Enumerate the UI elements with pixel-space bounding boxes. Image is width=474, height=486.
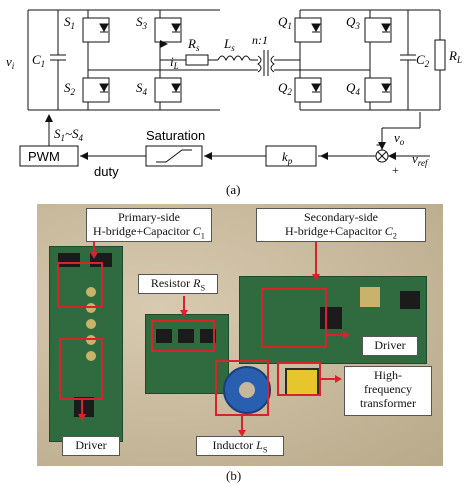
q2-label: Q2	[278, 80, 292, 97]
c2-label: C2	[416, 52, 430, 69]
s3-label: S3	[136, 14, 148, 31]
turns-ratio: n:1	[252, 33, 268, 47]
highlight-primary-bridge	[57, 262, 103, 308]
highlight-primary-driver	[59, 338, 103, 400]
caption-a: (a)	[226, 182, 240, 197]
duty-label: duty	[94, 164, 119, 179]
s4-label: S4	[136, 80, 148, 97]
ls-label: Ls	[223, 36, 235, 53]
rl-label: RL	[448, 48, 462, 65]
label-primary-bridge: Primary-side H-bridge+Capacitor C1	[86, 208, 212, 242]
label-inductor: Inductor LS	[196, 436, 284, 456]
hardware-photo	[37, 204, 443, 466]
s1-label: S1	[64, 14, 75, 31]
label-secondary-bridge: Secondary-side H-bridge+Capacitor C2	[256, 208, 426, 242]
s2-label: S2	[64, 80, 76, 97]
gate-signals-label: S1~S4	[54, 126, 84, 143]
highlight-resistor	[151, 320, 215, 352]
highlight-inductor	[215, 360, 269, 416]
circuit-schematic: vi C1 S1 S2 S3 S4 Rs Ls iL n:1 Q1 Q2 Q3 …	[6, 9, 462, 197]
label-driver-left: Driver	[62, 436, 120, 456]
label-driver-right: Driver	[362, 336, 418, 356]
highlight-secondary-bridge	[261, 288, 327, 348]
c1-label: C1	[32, 52, 45, 69]
highlight-transformer	[277, 362, 321, 396]
q1-label: Q1	[278, 14, 292, 31]
minus-sign: -	[376, 136, 380, 151]
vo-label: vo	[394, 130, 405, 147]
kp-label: kp	[282, 149, 293, 166]
label-resistor: Resistor RS	[138, 274, 218, 294]
vi-label: vi	[6, 54, 15, 71]
pwm-label: PWM	[28, 149, 60, 164]
vref-label: vref	[412, 151, 429, 168]
resistor-board	[145, 314, 229, 394]
plus-sign: +	[392, 163, 399, 177]
il-label: iL	[170, 54, 179, 71]
caption-b: (b)	[226, 468, 242, 483]
saturation-label: Saturation	[146, 128, 205, 143]
inductor-toroid	[223, 366, 271, 414]
q4-label: Q4	[346, 80, 360, 97]
q3-label: Q3	[346, 14, 360, 31]
label-transformer: High- frequency transformer	[344, 366, 432, 416]
rs-label: Rs	[187, 36, 200, 53]
